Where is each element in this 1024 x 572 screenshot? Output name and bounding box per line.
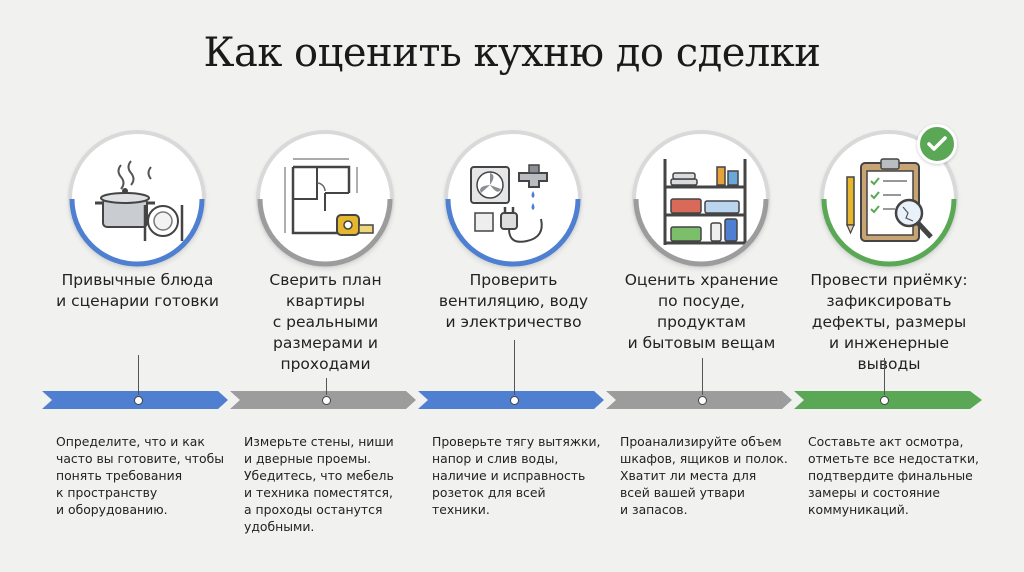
cooking-pot-and-plate-icon	[95, 160, 184, 241]
step-4-timeline-dot	[698, 396, 707, 405]
step-5-progress-arc	[821, 198, 957, 267]
checkmark-icon	[927, 136, 947, 151]
step-3-description: Проверьте тягу вытяжки,напор и слив воды…	[432, 434, 601, 517]
step-4-progress-arc	[633, 198, 769, 267]
page-title: Как оценить кухню до сделки	[203, 30, 821, 76]
step-2-timeline-dot	[322, 396, 331, 405]
step-5-connector	[884, 358, 885, 395]
storage-shelf-icon	[663, 159, 747, 245]
step-5-timeline-dot	[880, 396, 889, 405]
step-2-progress-arc	[257, 198, 393, 267]
step-1-icon-circle	[68, 130, 206, 268]
step-3-progress-arc	[445, 198, 581, 267]
step-5-description: Составьте акт осмотра,отметьте все недос…	[808, 434, 979, 517]
step-3-icon-circle	[444, 130, 582, 268]
clipboard-checklist-magnifier-icon	[846, 158, 933, 242]
fan-faucet-plug-icon	[470, 164, 548, 243]
step-1-progress-arc	[69, 198, 205, 267]
step-4-connector	[702, 358, 703, 395]
completed-badge	[917, 124, 957, 164]
step-1-connector	[138, 355, 139, 395]
step-2-connector	[326, 378, 327, 395]
step-4-icon-circle	[632, 130, 770, 268]
step-1-timeline-dot	[134, 396, 143, 405]
step-3-connector	[514, 340, 515, 395]
floor-plan-tape-measure-icon	[284, 158, 374, 236]
step-3-timeline-dot	[510, 396, 519, 405]
step-2-icon-circle	[256, 130, 394, 268]
